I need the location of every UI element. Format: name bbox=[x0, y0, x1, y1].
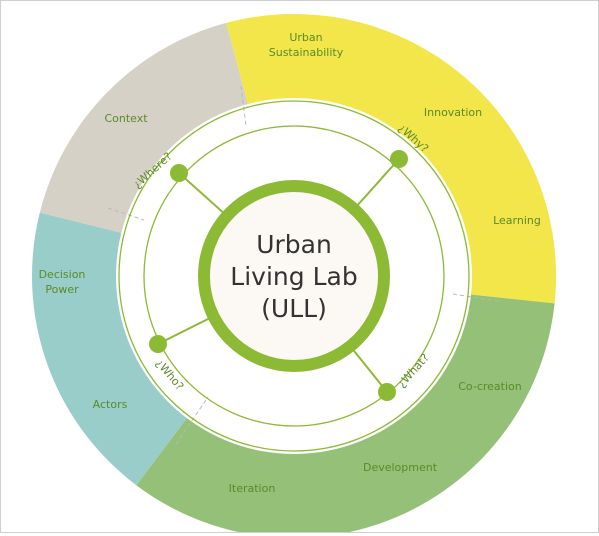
label-actors: Actors bbox=[93, 398, 128, 411]
node-what bbox=[378, 383, 396, 401]
label-co-creation: Co-creation bbox=[458, 380, 522, 393]
center-circle bbox=[198, 180, 390, 372]
segment-what bbox=[136, 294, 555, 536]
center-title-line2: Living Lab bbox=[230, 262, 357, 291]
ring-middle bbox=[143, 125, 445, 427]
divider-why-what bbox=[452, 293, 498, 302]
segment-context bbox=[39, 22, 249, 234]
label-development: Development bbox=[363, 461, 438, 474]
label-urban-sustainability-line1: Urban bbox=[289, 31, 322, 44]
label-urban-sustainability-line2: Sustainability bbox=[269, 46, 344, 59]
segment-who bbox=[31, 212, 189, 486]
label-decision-power-line2: Power bbox=[45, 283, 79, 296]
center-title-line3: (ULL) bbox=[261, 294, 327, 323]
label-innovation: Innovation bbox=[424, 106, 482, 119]
label-learning: Learning bbox=[493, 214, 541, 227]
node-where bbox=[170, 164, 188, 182]
node-why bbox=[390, 150, 408, 168]
ring-outer bbox=[118, 100, 470, 452]
node-who bbox=[149, 335, 167, 353]
divider-who-what bbox=[175, 396, 209, 445]
center-title-line1: Urban bbox=[256, 230, 332, 259]
segment-why bbox=[226, 13, 557, 304]
label-decision-power-line1: Decision bbox=[39, 268, 86, 281]
label-context: Context bbox=[104, 112, 148, 125]
divider-context-who bbox=[107, 207, 145, 221]
label-iteration: Iteration bbox=[229, 482, 276, 495]
